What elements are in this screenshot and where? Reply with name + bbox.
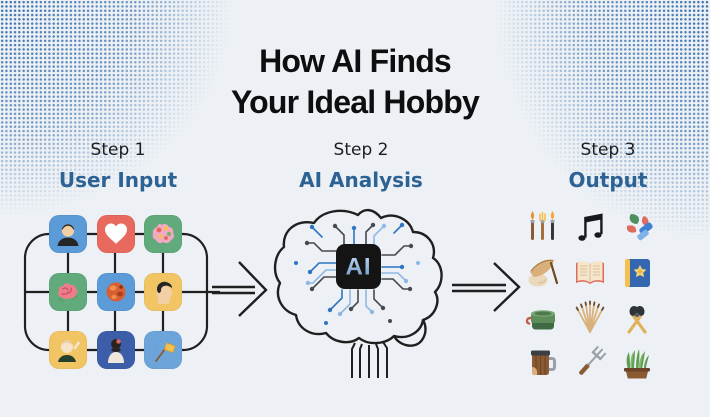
chip-pins xyxy=(351,341,388,378)
floral-brain-icon xyxy=(148,219,178,249)
step-2-label: Step 2 xyxy=(333,140,389,160)
circuit-traces-light xyxy=(307,225,407,315)
profile-face-icon xyxy=(148,277,178,307)
brain-icon xyxy=(53,277,83,307)
input-tile xyxy=(49,215,87,253)
heart-icon xyxy=(101,219,131,249)
ai-chip-label: AI xyxy=(346,254,372,281)
paintbrushes-icon xyxy=(523,208,563,248)
arrow-right-icon xyxy=(452,262,521,312)
step-2-name: AI Analysis xyxy=(299,168,423,192)
quill-icon xyxy=(523,253,563,293)
arrow-right-icon xyxy=(212,261,268,317)
input-tile xyxy=(144,215,182,253)
journal-icon xyxy=(617,253,657,293)
brain-outline-icon xyxy=(273,208,443,347)
person-back-icon xyxy=(101,335,131,365)
step-3-label: Step 3 xyxy=(580,140,636,160)
cooking-pot-icon xyxy=(523,298,563,338)
ai-brain-diagram: AI xyxy=(273,208,443,378)
input-tile xyxy=(96,215,135,253)
step-3-header: Step 3 Output xyxy=(523,140,693,192)
open-book-icon xyxy=(570,253,610,293)
step-1-header: Step 1 User Input xyxy=(33,140,203,192)
step-3-name: Output xyxy=(568,168,648,192)
input-tile xyxy=(49,273,87,311)
step-1-label: Step 1 xyxy=(90,140,146,160)
page-title: How AI Finds Your Ideal Hobby xyxy=(0,41,710,123)
input-grid xyxy=(20,200,245,380)
man-avatar-icon xyxy=(53,219,83,249)
input-tile xyxy=(144,273,182,311)
ai-chip xyxy=(336,244,381,289)
page-title-line1: How AI Finds xyxy=(259,43,452,79)
step-1-name: User Input xyxy=(58,168,178,192)
waving-child-icon xyxy=(53,335,83,365)
output-grid xyxy=(519,205,660,385)
pressed-flowers-icon xyxy=(617,208,657,248)
step-2-header: Step 2 AI Analysis xyxy=(276,140,446,192)
grass-planter-icon xyxy=(617,343,657,383)
page-title-line2: Your Ideal Hobby xyxy=(231,84,480,120)
flag-icon xyxy=(148,335,178,365)
input-tile xyxy=(144,331,182,369)
garden-shears-icon xyxy=(617,298,657,338)
music-notes-icon xyxy=(570,208,610,248)
tankard-icon xyxy=(523,343,563,383)
input-tile xyxy=(49,331,87,369)
globe-icon xyxy=(101,277,131,307)
circuit-traces-blue xyxy=(309,224,403,311)
input-tile xyxy=(96,331,135,369)
circuit-traces-dark xyxy=(306,224,412,310)
brush-bundle-icon xyxy=(570,298,610,338)
input-tile xyxy=(96,273,135,311)
garden-fork-icon xyxy=(570,343,610,383)
